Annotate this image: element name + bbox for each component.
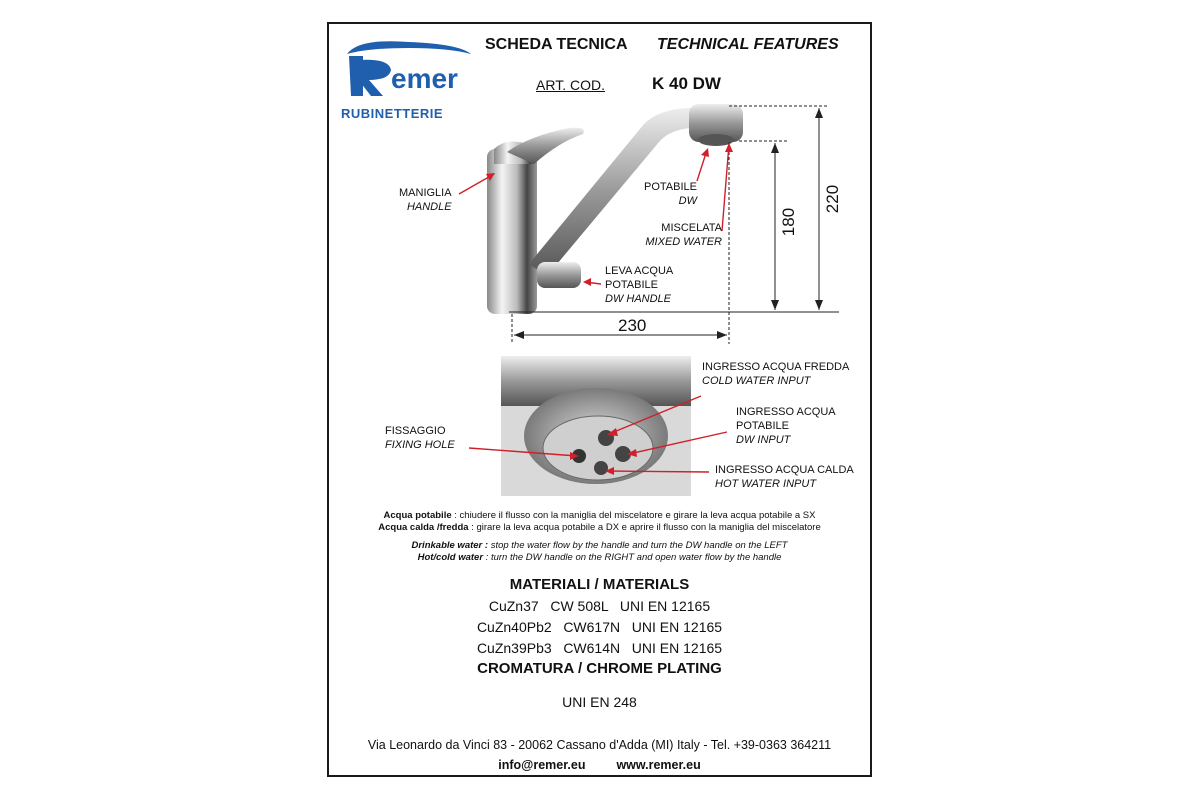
footer-email[interactable]: info@remer.eu bbox=[498, 758, 586, 772]
label-dw-en: DW bbox=[678, 195, 697, 207]
aerator bbox=[698, 134, 734, 146]
instruction-it-1-text: : chiudere il flusso con la maniglia del… bbox=[451, 510, 816, 521]
handle-lever bbox=[507, 127, 584, 164]
instruction-it-1: Acqua potabile : chiudere il flusso con … bbox=[329, 510, 870, 522]
title-english: TECHNICAL FEATURES bbox=[657, 36, 839, 53]
faucet-drawing bbox=[458, 104, 839, 344]
instruction-en-1-text: stop the water flow by the handle and tu… bbox=[488, 540, 788, 551]
material-row-3: CuZn39Pb3 CW614N UNI EN 12165 bbox=[476, 640, 723, 656]
art-code-value: K 40 DW bbox=[652, 74, 721, 93]
footer-address: Via Leonardo da Vinci 83 - 20062 Cassano… bbox=[367, 738, 832, 752]
label-handle-it: MANIGLIA bbox=[399, 187, 452, 199]
label-cold-en: COLD WATER INPUT bbox=[702, 375, 811, 387]
instruction-en-2: Hot/cold water : turn the DW handle on t… bbox=[329, 552, 870, 564]
label-dw-in-it-2: POTABILE bbox=[736, 420, 789, 432]
base-photo bbox=[501, 356, 691, 496]
label-fixing-hole: FISSAGGIO FIXING HOLE bbox=[385, 424, 455, 452]
dimension-arrowheads bbox=[514, 108, 823, 339]
label-fix-en: FIXING HOLE bbox=[385, 439, 455, 451]
dw-lever bbox=[537, 262, 581, 288]
plating-standard: UNI EN 248 bbox=[562, 694, 637, 710]
dw-input-hole bbox=[615, 446, 631, 462]
brand-subtitle: RUBINETTERIE bbox=[341, 106, 444, 121]
base-arrows bbox=[468, 395, 728, 475]
label-cold-it: INGRESSO ACQUA FREDDA bbox=[702, 361, 850, 373]
label-lever-it-2: POTABILE bbox=[605, 279, 658, 291]
remer-logo-mark: emer bbox=[347, 41, 471, 96]
label-lever-en: DW HANDLE bbox=[605, 293, 672, 305]
svg-text:emer: emer bbox=[391, 63, 458, 94]
art-code-label: ART. COD. bbox=[536, 77, 605, 93]
instruction-it-2: Acqua calda /fredda : girare la leva acq… bbox=[329, 522, 870, 534]
technical-sheet: emer RUBINETTERIE SCHEDA TECNICA TECHNIC… bbox=[327, 22, 872, 777]
pointer-arrowheads bbox=[486, 143, 733, 286]
label-cold-input: INGRESSO ACQUA FREDDA COLD WATER INPUT bbox=[702, 360, 849, 388]
label-handle: MANIGLIA HANDLE bbox=[399, 186, 452, 214]
instruction-en-2-text: : turn the DW handle on the RIGHT and op… bbox=[483, 552, 782, 563]
label-fix-it: FISSAGGIO bbox=[385, 425, 446, 437]
instruction-en-1-key: Drinkable water : bbox=[411, 540, 489, 551]
dim-reach: 230 bbox=[618, 316, 647, 335]
label-hot-it: INGRESSO ACQUA CALDA bbox=[715, 464, 854, 476]
label-mixed-it: MISCELATA bbox=[661, 222, 722, 234]
label-dw-lever: LEVA ACQUA POTABILE DW HANDLE bbox=[605, 264, 673, 306]
remer-logo: emer RUBINETTERIE bbox=[339, 34, 479, 124]
hot-input-hole bbox=[594, 461, 608, 475]
label-mixed: MISCELATA MIXED WATER bbox=[639, 221, 722, 249]
label-handle-en: HANDLE bbox=[406, 201, 452, 213]
title-italian: SCHEDA TECNICA bbox=[485, 36, 628, 53]
spout-head bbox=[689, 104, 743, 142]
label-hot-input: INGRESSO ACQUA CALDA HOT WATER INPUT bbox=[715, 463, 854, 491]
material-row-2: CuZn40Pb2 CW617N UNI EN 12165 bbox=[476, 619, 723, 635]
instruction-it-1-key: Acqua potabile bbox=[383, 510, 452, 521]
instruction-en-1: Drinkable water : stop the water flow by… bbox=[329, 540, 870, 552]
footer-contacts: info@remer.eu www.remer.eu bbox=[329, 758, 870, 772]
materials-heading: MATERIALI / MATERIALS bbox=[509, 576, 690, 593]
label-dw-input: INGRESSO ACQUA POTABILE DW INPUT bbox=[736, 405, 836, 447]
label-dw: POTABILE DW bbox=[639, 180, 697, 208]
label-mixed-en: MIXED WATER bbox=[645, 236, 722, 248]
instruction-it-2-key: Acqua calda /fredda bbox=[378, 522, 469, 533]
label-dw-it: POTABILE bbox=[644, 181, 697, 193]
instruction-it-2-text: : girare la leva acqua potabile a DX e a… bbox=[468, 522, 821, 533]
instruction-en-2-key: Hot/cold water bbox=[417, 552, 484, 563]
plating-heading: CROMATURA / CHROME PLATING bbox=[477, 660, 722, 677]
label-dw-in-it-1: INGRESSO ACQUA bbox=[736, 406, 836, 418]
faucet-spout bbox=[529, 108, 741, 276]
dimension-lines bbox=[509, 105, 839, 344]
label-dw-in-en: DW INPUT bbox=[736, 434, 791, 446]
label-hot-en: HOT WATER INPUT bbox=[715, 478, 817, 490]
label-lever-it-1: LEVA ACQUA bbox=[605, 265, 674, 277]
footer-web[interactable]: www.remer.eu bbox=[616, 758, 701, 772]
material-row-1: CuZn37 CW 508L UNI EN 12165 bbox=[488, 598, 711, 614]
